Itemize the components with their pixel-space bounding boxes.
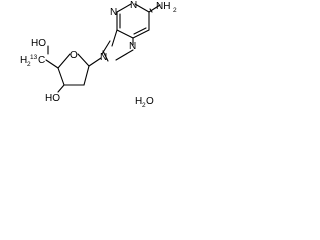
bond-lines — [45, 3, 161, 93]
hydrate-subscript: 2 — [142, 102, 146, 109]
atom-labels: N N N N NH 2 O HO H 2 13 C HO — [20, 0, 177, 104]
h2-subscript: 2 — [27, 61, 31, 68]
atom-n-top: N — [130, 0, 137, 11]
ring-oxygen: O — [70, 50, 78, 61]
atom-n-right: N — [129, 41, 136, 52]
hydrate-h: H — [135, 96, 142, 107]
carbon-label: C — [38, 55, 45, 66]
atom-n-left: N — [110, 7, 117, 18]
nh2-label: NH — [156, 1, 170, 12]
isotope-label: 13 — [30, 54, 38, 61]
atom-n-glycosidic: N — [100, 52, 107, 63]
ho-label-bottom: HO — [45, 93, 60, 104]
h2-label: H — [20, 55, 27, 66]
nh2-subscript: 2 — [173, 7, 177, 14]
ho-label-left: HO — [31, 38, 46, 49]
hydrate-o: O — [146, 96, 154, 107]
adenosine-structure-diagram: N N N N NH 2 O HO H 2 13 C HO H 2 O — [20, 0, 177, 109]
hydrate-formula: H 2 O — [135, 96, 154, 109]
